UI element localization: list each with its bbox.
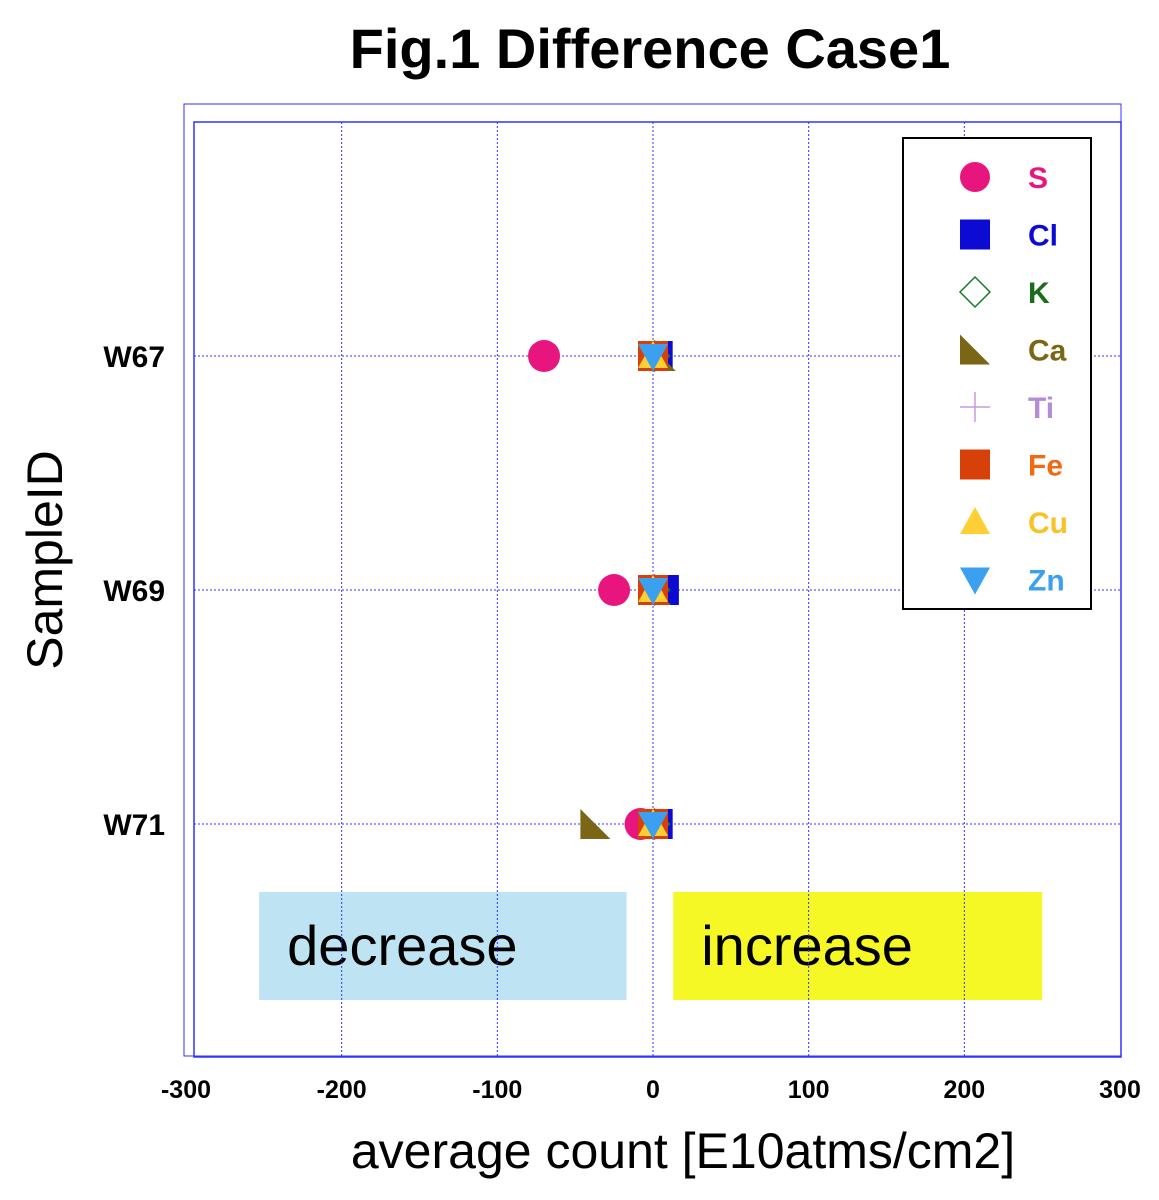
x-tick-label: -300 xyxy=(161,1076,211,1104)
annotation-label-increase: increase xyxy=(701,914,913,977)
legend-label-K: K xyxy=(1028,277,1050,310)
legend-marker-Cu xyxy=(960,507,990,534)
legend-label-Fe: Fe xyxy=(1028,450,1063,483)
legend-label-Zn: Zn xyxy=(1028,565,1065,598)
x-axis-title: average count [E10atms/cm2] xyxy=(351,1123,1015,1179)
legend-label-Ti: Ti xyxy=(1028,392,1054,425)
y-tick-label: W67 xyxy=(103,341,165,374)
legend-label-S: S xyxy=(1028,162,1048,195)
legend-marker-Ca xyxy=(960,334,990,365)
legend-label-Cu: Cu xyxy=(1028,507,1068,540)
legend-marker-Fe xyxy=(960,449,990,480)
point-S-W69 xyxy=(598,574,631,606)
points-layer xyxy=(528,339,679,841)
x-tick-label: -200 xyxy=(317,1076,367,1104)
x-tick-label: 300 xyxy=(1099,1076,1141,1104)
annotation-box-decrease xyxy=(259,892,627,1000)
x-tick-label: 100 xyxy=(788,1076,830,1104)
annotation-label-decrease: decrease xyxy=(287,914,517,977)
legend-marker-Cl xyxy=(960,219,990,250)
point-Zn-W71 xyxy=(638,812,668,839)
y-axis-title: SampleID xyxy=(17,450,73,670)
legend-marker-K xyxy=(958,275,992,309)
x-tick-label: -100 xyxy=(472,1076,522,1104)
legend-marker-Zn xyxy=(960,567,990,595)
legend-box xyxy=(902,137,1092,610)
point-S-W67 xyxy=(528,340,561,372)
point-Zn-W67 xyxy=(638,344,668,371)
annotation-box-increase xyxy=(673,892,1043,1000)
x-tick-label: 0 xyxy=(646,1076,660,1104)
legend-marker-Ti xyxy=(960,392,990,422)
annotations-layer: decrease increase xyxy=(259,892,1043,1000)
legend-label-Cl: Cl xyxy=(1028,220,1058,253)
y-tick-label: W71 xyxy=(103,809,165,842)
legend-label-Ca: Ca xyxy=(1028,335,1067,368)
chart-title: Fig.1 Difference Case1 xyxy=(350,17,951,80)
point-Ca-W71 xyxy=(580,809,611,839)
y-tick-label: W69 xyxy=(103,575,165,608)
point-Zn-W69 xyxy=(638,578,668,605)
legend-marker-S xyxy=(960,162,990,192)
x-tick-label: 200 xyxy=(943,1076,985,1104)
